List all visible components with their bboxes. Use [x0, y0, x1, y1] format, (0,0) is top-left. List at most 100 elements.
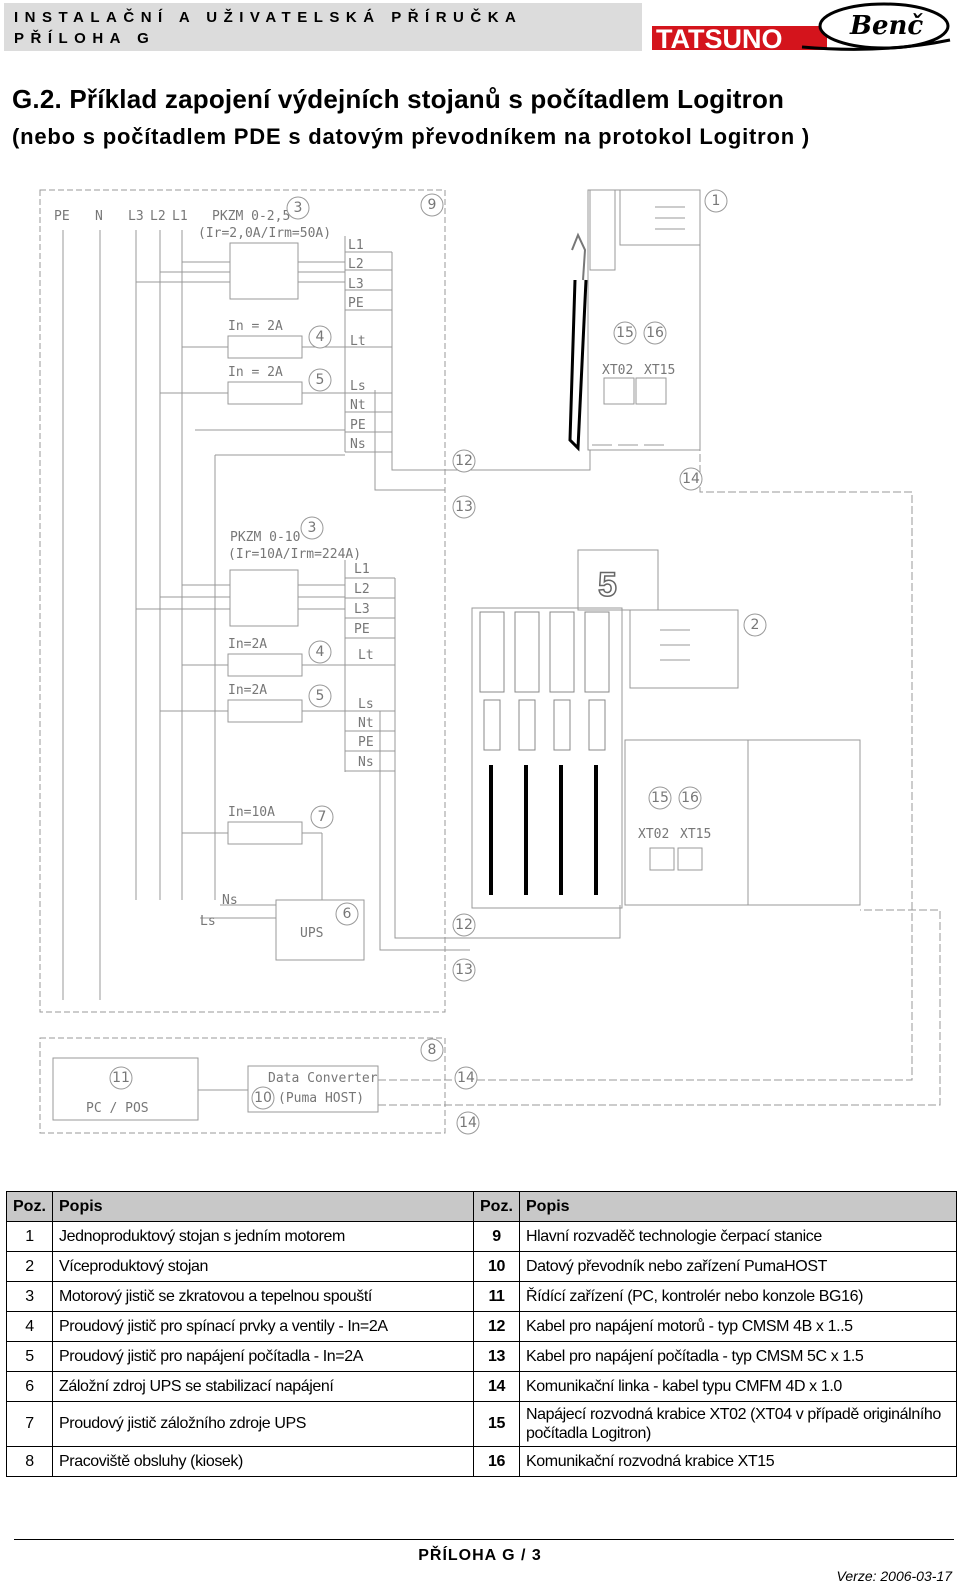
marker-14-a: 14 [682, 471, 700, 487]
xt02-label-2: XT02 [638, 827, 669, 842]
row-right-desc: Datový převodník nebo zařízení PumaHOST [519, 1251, 957, 1282]
pc-pos-label: PC / POS [86, 1101, 149, 1116]
row-left-num: 4 [6, 1311, 53, 1342]
row-right-num: 10 [473, 1251, 520, 1282]
marker-5-b: 5 [316, 688, 325, 704]
row-right-num: 9 [473, 1221, 520, 1252]
table-row: 2 Víceproduktový stojan 10 Datový převod… [6, 1251, 957, 1282]
row-right-desc: Hlavní rozvaděč technologie čerpací stan… [519, 1221, 957, 1252]
row-left-desc: Motorový jistič se zkratovou a tepelnou … [52, 1281, 474, 1312]
marker-14-b: 14 [457, 1070, 475, 1086]
row-right-desc: Kabel pro napájení počítadla - typ CMSM … [519, 1341, 957, 1372]
breaker-a-range: (Ir=2,0A/Irm=50A) [198, 226, 331, 241]
marker-2: 2 [751, 617, 760, 633]
table-row: 3 Motorový jistič se zkratovou a tepelno… [6, 1281, 957, 1312]
breaker-2a-label-1: In = 2A [228, 319, 283, 334]
marker-13-b: 13 [455, 962, 473, 978]
terminal-b-ns: Ns [358, 755, 374, 770]
table-row: 8 Pracoviště obsluhy (kiosek) 16 Komunik… [6, 1446, 957, 1477]
marker-13-a: 13 [455, 499, 473, 515]
xt15-label-2: XT15 [680, 827, 711, 842]
terminal-b-l2: L2 [354, 582, 370, 597]
row-left-num: 6 [6, 1371, 53, 1402]
marker-16-b: 16 [681, 790, 699, 806]
row-right-desc: Napájecí rozvodná krabice XT02 (XT04 v p… [519, 1401, 957, 1447]
row-left-desc: Proudový jistič pro spínací prvky a vent… [52, 1311, 474, 1342]
row-left-desc: Jednoproduktový stojan s jedním motorem [52, 1221, 474, 1252]
header-manual-title: INSTALAČNÍ A UŽIVATELSKÁ PŘÍRUČKA [14, 9, 523, 26]
ups-ns-label: Ns [222, 893, 238, 908]
marker-15-b: 15 [651, 790, 669, 806]
terminal-a-pe: PE [348, 296, 364, 311]
marker-16-a: 16 [646, 325, 664, 341]
xt02-label-1: XT02 [602, 363, 633, 378]
marker-6: 6 [343, 906, 352, 922]
header-appendix: PŘÍLOHA G [14, 30, 156, 47]
terminal-a-ls: Ls [350, 379, 366, 394]
terminal-b-l1: L1 [354, 562, 370, 577]
breaker-10a-label: In=10A [228, 805, 275, 820]
marker-7: 7 [318, 809, 327, 825]
header-poz-left: Poz. [6, 1191, 53, 1222]
table-row: 7 Proudový jistič záložního zdroje UPS 1… [6, 1401, 957, 1447]
marker-12-a: 12 [455, 453, 473, 469]
row-left-num: 8 [6, 1446, 53, 1477]
header-popis-left: Popis [52, 1191, 474, 1222]
version-label: Verze: 2006-03-17 [836, 1568, 952, 1584]
row-right-num: 15 [473, 1401, 520, 1447]
table-row: 1 Jednoproduktový stojan s jedním motore… [6, 1221, 957, 1252]
breaker-b-label: PKZM 0-10 [230, 530, 300, 545]
row-right-num: 16 [473, 1446, 520, 1477]
terminal-a-ns: Ns [350, 437, 366, 452]
ups-label: UPS [300, 926, 323, 941]
breaker-2a-label-4: In=2A [228, 683, 267, 698]
terminal-a-l2: L2 [348, 257, 364, 272]
row-left-desc: Pracoviště obsluhy (kiosek) [52, 1446, 474, 1477]
marker-12-b: 12 [455, 917, 473, 933]
tatsuno-benc-logo: TATSUNO Benč [652, 2, 951, 54]
data-converter-label: Data Converter [268, 1071, 378, 1086]
bus-label-l2: L2 [150, 209, 166, 224]
terminal-a-nt: Nt [350, 398, 366, 413]
terminal-a-l1: L1 [348, 238, 364, 253]
terminal-b-pe2: PE [358, 735, 374, 750]
breaker-2a-label-3: In=2A [228, 637, 267, 652]
terminal-b-nt: Nt [358, 716, 374, 731]
row-right-num: 14 [473, 1371, 520, 1402]
wiring-diagram: PE N L3 L2 L1 PKZM 0-2,5 (Ir=2,0A/Irm=50… [39, 189, 941, 1135]
row-right-num: 11 [473, 1281, 520, 1312]
xt15-label-1: XT15 [644, 363, 675, 378]
terminal-b-pe: PE [354, 622, 370, 637]
footer-divider [14, 1539, 954, 1540]
page-title: G.2. Příklad zapojení výdejních stojanů … [12, 84, 785, 114]
terminal-b-lt: Lt [358, 648, 374, 663]
row-right-num: 12 [473, 1311, 520, 1342]
dispenser-big-number: 5 [598, 566, 617, 604]
marker-1: 1 [712, 193, 721, 209]
ups-ls-label: Ls [200, 914, 216, 929]
marker-10: 10 [254, 1090, 272, 1106]
breaker-b-range: (Ir=10A/Irm=224A) [228, 547, 361, 562]
marker-3-a: 3 [294, 200, 303, 216]
table-row: 4 Proudový jistič pro spínací prvky a ve… [6, 1311, 957, 1342]
table-row: 6 Záložní zdroj UPS se stabilizací napáj… [6, 1371, 957, 1402]
terminal-b-ls: Ls [358, 697, 374, 712]
bus-label-l1: L1 [172, 209, 188, 224]
logo-script-text: Benč [849, 11, 923, 41]
terminal-a-lt: Lt [350, 334, 366, 349]
header-popis-right: Popis [519, 1191, 957, 1222]
marker-15-a: 15 [616, 325, 634, 341]
row-left-desc: Proudový jistič záložního zdroje UPS [52, 1401, 474, 1447]
marker-14-c: 14 [459, 1115, 477, 1131]
marker-11: 11 [112, 1070, 130, 1086]
row-left-desc: Záložní zdroj UPS se stabilizací napájen… [52, 1371, 474, 1402]
marker-5-a: 5 [316, 372, 325, 388]
header-poz-right: Poz. [473, 1191, 520, 1222]
terminal-a-l3: L3 [348, 277, 364, 292]
row-left-num: 5 [6, 1341, 53, 1372]
breaker-2a-label-2: In = 2A [228, 365, 283, 380]
row-right-desc: Komunikační linka - kabel typu CMFM 4D x… [519, 1371, 957, 1402]
row-left-num: 3 [6, 1281, 53, 1312]
page-number: PŘÍLOHA G / 3 [418, 1547, 542, 1564]
row-left-num: 1 [6, 1221, 53, 1252]
